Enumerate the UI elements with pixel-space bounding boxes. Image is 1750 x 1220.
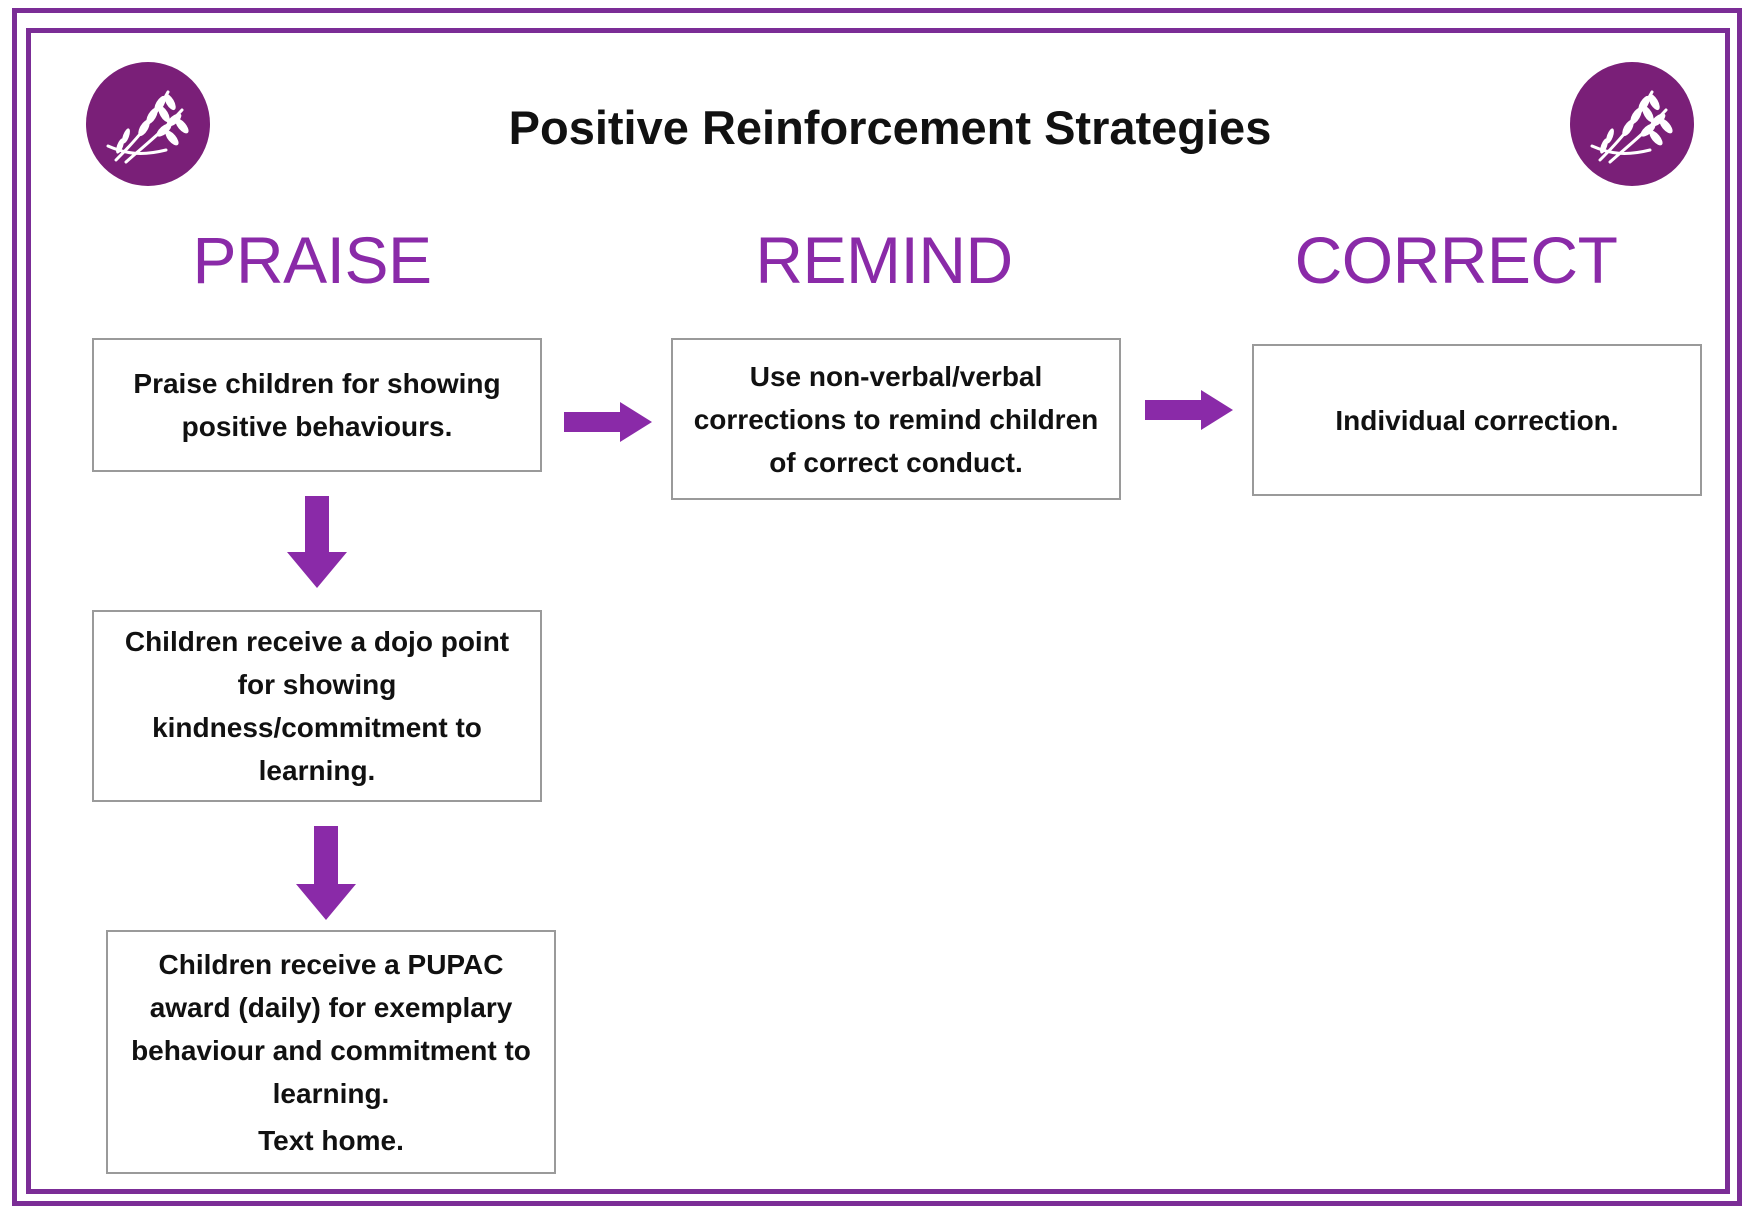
praise-step-1-box: Praise children for showing positive beh… bbox=[92, 338, 542, 472]
wheat-sheaf-icon bbox=[1570, 62, 1694, 186]
correct-step-1-text: Individual correction. bbox=[1335, 404, 1619, 436]
arrow-down-icon bbox=[287, 496, 347, 588]
page-title: Positive Reinforcement Strategies bbox=[508, 101, 1272, 154]
remind-step-1-box: Use non-verbal/verbal corrections to rem… bbox=[671, 338, 1121, 500]
correct-heading: CORRECT bbox=[1294, 223, 1618, 297]
praise-heading: PRAISE bbox=[192, 223, 432, 297]
arrow-right-icon bbox=[1145, 390, 1233, 430]
praise-step-3-text: Children receive a PUPAC award (daily) f… bbox=[131, 948, 531, 1109]
praise-step-3-box: Children receive a PUPAC award (daily) f… bbox=[106, 930, 556, 1174]
praise-step-3-extra: Text home. bbox=[258, 1124, 404, 1156]
arrow-down-icon bbox=[296, 826, 356, 920]
outer-frame bbox=[12, 8, 1742, 1206]
inner-frame bbox=[26, 28, 1730, 1194]
remind-step-1-text: Use non-verbal/verbal corrections to rem… bbox=[693, 360, 1099, 478]
praise-step-2-box: Children receive a dojo point for showin… bbox=[92, 610, 542, 802]
praise-step-1-text: Praise children for showing positive beh… bbox=[133, 368, 501, 442]
correct-step-1-box: Individual correction. bbox=[1252, 344, 1702, 496]
arrow-right-icon bbox=[564, 402, 652, 442]
wheat-sheaf-icon bbox=[86, 62, 210, 186]
remind-heading: REMIND bbox=[755, 223, 1013, 297]
praise-step-2-text: Children receive a dojo point for showin… bbox=[124, 626, 510, 786]
